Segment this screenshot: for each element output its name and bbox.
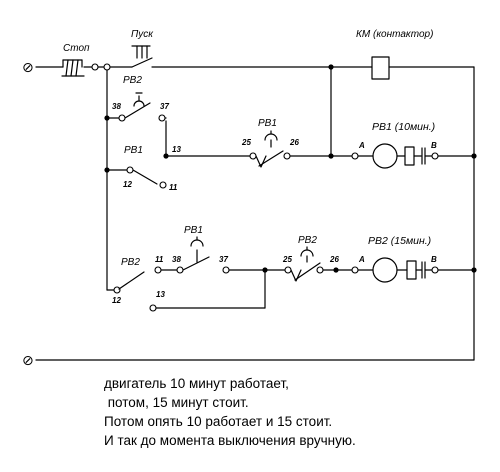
ground-symbol-top: ⊘ [22,60,34,76]
terminal-a-label: A [358,141,365,150]
node-11-label: 11 [169,183,178,192]
pb2-branch: PB2 12 11 38 PB1 37 25 PB2 26 A [106,225,475,305]
km-contactor-coil [371,56,390,80]
supply-line-top: ⊘ Стоп Пуск КМ (контакто [22,29,475,80]
description-note: двигатель 10 минут работает, потом, 15 м… [104,374,356,450]
node-37-label-2: 37 [219,255,228,264]
node-13-label-2: 13 [156,290,165,299]
note-line-3: Потом опять 10 работает и 15 стоит. [104,414,333,429]
supply-line-bottom: ⊘ [22,353,475,369]
pb1-coil [404,146,415,166]
note-line-1: двигатель 10 минут работает, [104,376,289,391]
start-label: Пуск [131,29,154,40]
node-11-label-2: 11 [155,255,164,264]
pb2-coil [406,260,417,280]
node-26-label-2: 26 [329,255,339,264]
pb2-label: PB2 [123,75,142,86]
node-37-label: 37 [160,102,169,111]
pb2-contact-label: PB2 [121,257,140,268]
node-26-label: 26 [289,138,299,147]
stop-button [61,59,85,77]
terminal [91,63,99,71]
node-12-label-2: 12 [112,296,121,305]
node-25-label: 25 [241,138,251,147]
terminal-a-label-2: A [358,255,365,264]
ground-symbol-bottom: ⊘ [22,353,34,369]
pb1-label: PB1 [124,145,143,156]
terminal-b-label: B [431,141,437,150]
node-12-label: 12 [123,180,132,189]
terminal [103,63,111,71]
terminal-b-label-2: B [431,255,437,264]
pb2-timer-motor [372,257,398,283]
km-label: КМ (контактор) [356,29,433,40]
note-line-2: потом, 15 минут стоит. [104,395,249,410]
pb1-coil-label: PB1 (10мин.) [372,121,435,133]
pb2-coil-label: PB2 (15мин.) [368,235,431,247]
node-38-label-2: 38 [172,255,181,264]
pb2-feedback-13: 13 [149,269,266,312]
pb1-contact-12-11: PB1 12 11 [106,145,178,192]
pb1-contact-label: PB1 [258,118,277,129]
pb1-contact-label-2: PB1 [184,225,203,236]
node-13-label: 13 [172,145,181,154]
pb2-contact-label-3: PB2 [298,235,317,246]
stop-label: Стоп [63,43,90,54]
pb1-branch: 13 PB1 25 26 A B PB1 (10мин.) [163,118,475,169]
start-button [131,45,153,68]
node-38-label: 38 [112,102,121,111]
pb1-timer-motor [372,143,398,169]
node-25-label-2: 25 [282,255,292,264]
note-line-4: И так до момента выключения вручную. [104,433,356,448]
pb2-contact-38-37: PB2 38 37 [106,75,169,157]
